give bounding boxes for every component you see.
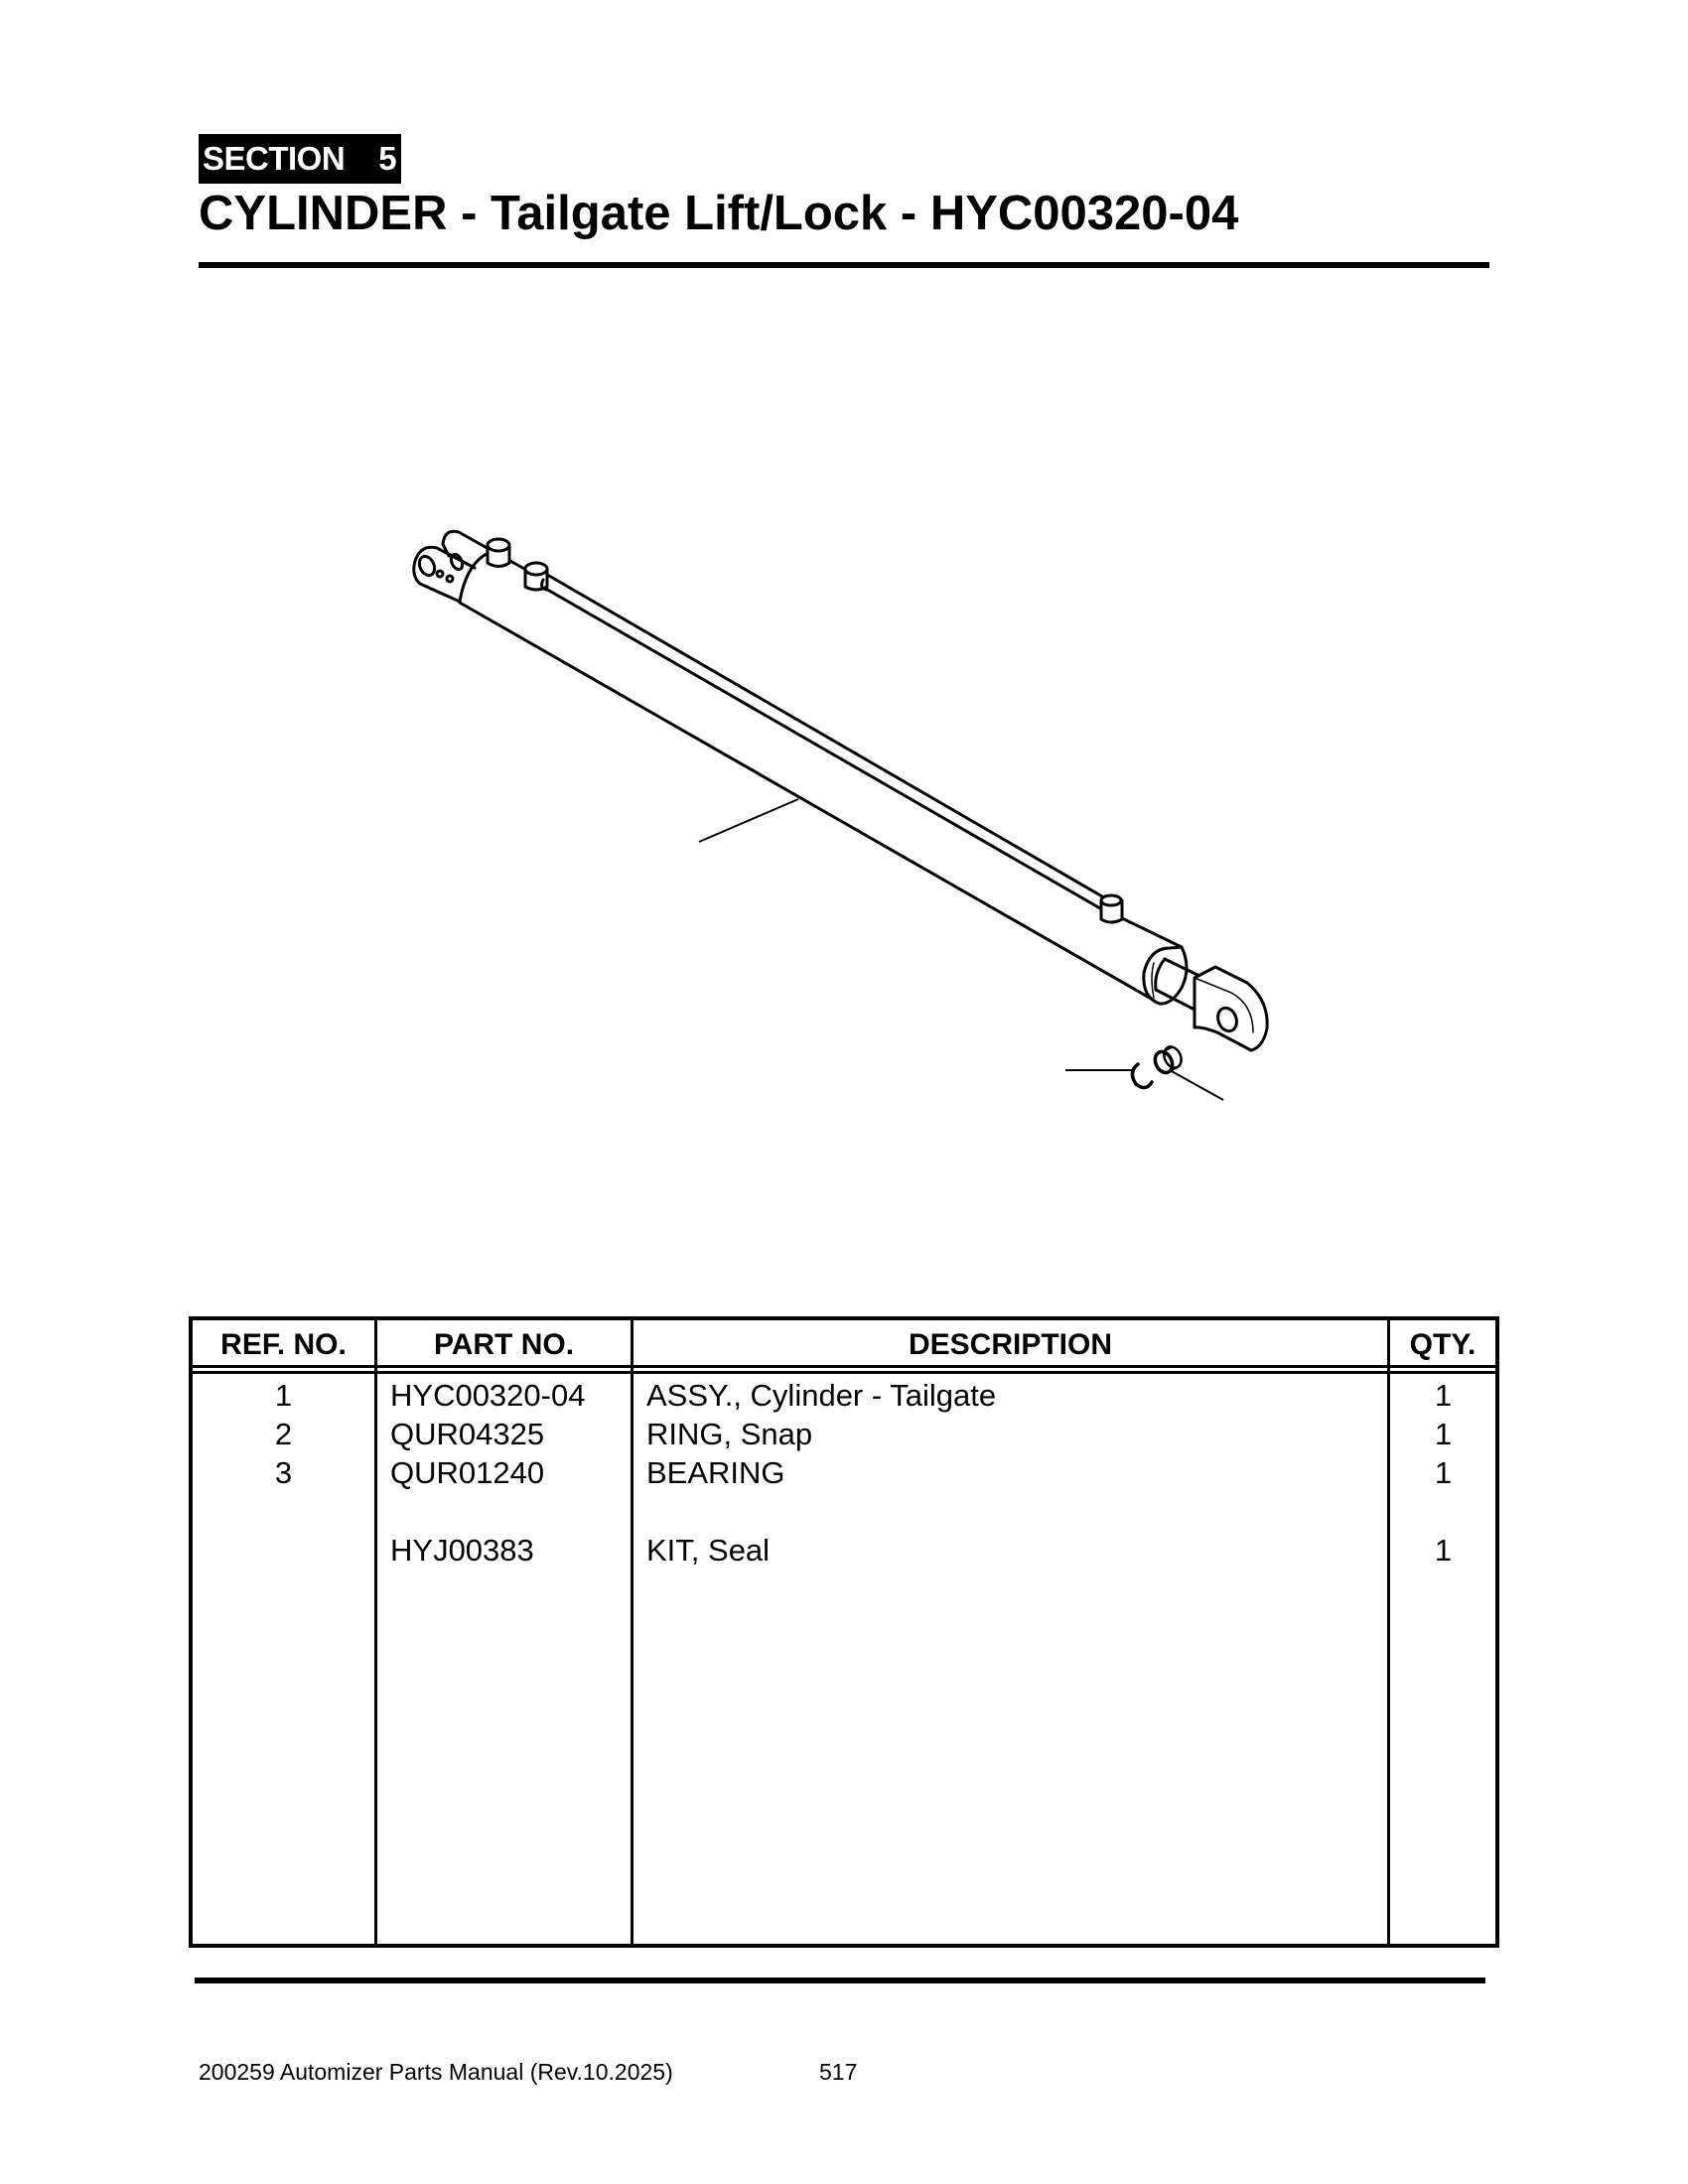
page-title: CYLINDER - Tailgate Lift/Lock - HYC00320… [199,187,1239,240]
header-rule-bottom [193,1371,1495,1374]
port-pin-3 [1099,893,1124,924]
description: BEARING [646,1455,785,1490]
part-no: QUR04325 [390,1417,545,1451]
ref-no: 2 [274,1417,293,1451]
qty: 1 [1434,1455,1453,1490]
parts-table: REF. NO. PART NO. DESCRIPTION QTY. 1 HYC… [189,1316,1499,1948]
footer-manual-title: 200259 Automizer Parts Manual (Rev.10.20… [199,2059,673,2085]
clevis-hole [417,554,437,578]
table-row: 2 QUR04325 RING, Snap 1 [193,1415,1495,1453]
barrel-bottom-edge [458,601,1162,1006]
description: KIT, Seal [646,1533,771,1568]
section-number: 5 [378,140,397,177]
port-pin-2 [523,561,549,592]
col-divider-ref [374,1320,377,1944]
footer-page-number: 517 [819,2059,858,2085]
clevis-back-plate [441,529,492,552]
snap-ring [1130,1062,1154,1090]
header-qty: QTY. [1409,1328,1477,1361]
piston-rod [1154,957,1201,1013]
assembly-leader [698,798,799,843]
header-description: DESCRIPTION [908,1328,1113,1361]
part-no: QUR01240 [390,1455,545,1490]
ref-no: 3 [274,1455,293,1490]
port-pin-1 [486,537,511,568]
section-badge: SECTION 5 [199,134,401,184]
barrel-end-cap [458,550,492,604]
qty: 1 [1434,1533,1453,1568]
section-label: SECTION [203,140,346,177]
hydraulic-tube-bottom [542,586,1102,910]
bearing-leader [1169,1069,1224,1101]
header-part-no: PART NO. [433,1328,575,1361]
table-row-blank [193,1492,1495,1531]
cylinder-drawing [412,529,1269,1101]
part-no: HYC00320-04 [390,1378,586,1413]
clevis-front-plate [412,545,477,604]
header-ref-no: REF. NO. [220,1328,347,1361]
qty: 1 [1434,1378,1453,1413]
qty: 1 [1434,1417,1453,1451]
table-row: 3 QUR01240 BEARING 1 [193,1453,1495,1492]
rod-eye-hole [1216,1006,1238,1033]
description: ASSY., Cylinder - Tailgate [646,1378,997,1413]
col-divider-part [631,1320,633,1944]
table-row: HYJ00383 KIT, Seal 1 [193,1531,1495,1570]
header-rule-top [193,1365,1495,1368]
col-divider-desc [1387,1320,1390,1944]
bearing [1153,1045,1183,1075]
description: RING, Snap [646,1417,813,1451]
title-rule [199,262,1489,268]
bottom-rule [195,1978,1485,1983]
part-no: HYJ00383 [390,1533,534,1568]
table-row: 1 HYC00320-04 ASSY., Cylinder - Tailgate… [193,1376,1495,1415]
hydraulic-tube-top [547,574,1104,898]
ref-no: 1 [274,1378,293,1413]
